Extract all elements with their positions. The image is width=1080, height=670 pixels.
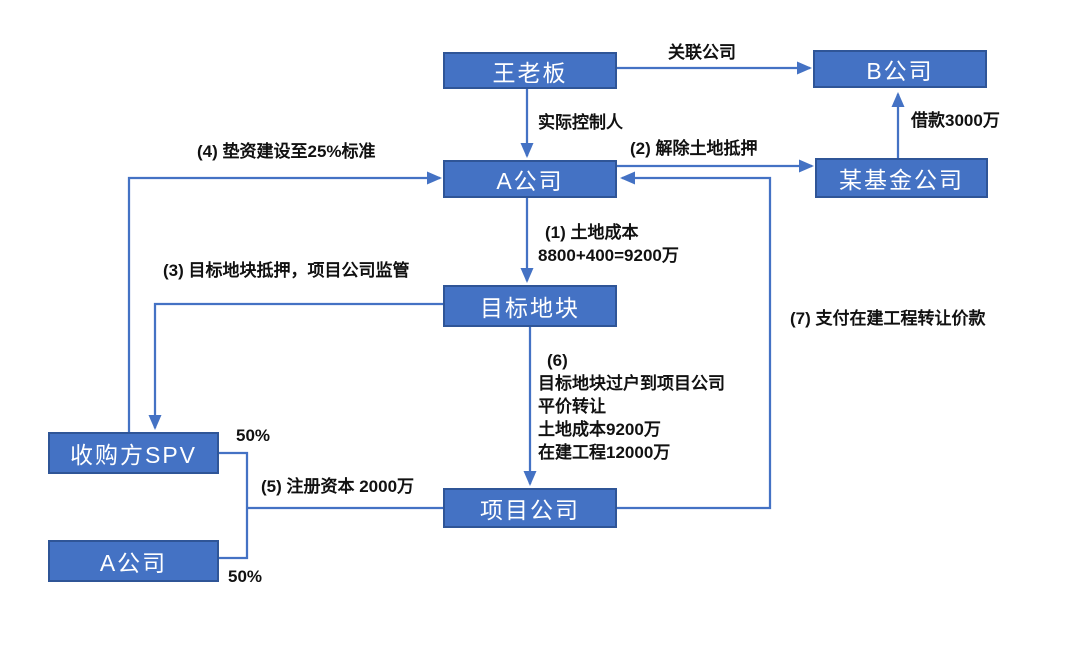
node-wang-boss: 王老板: [443, 52, 617, 89]
label-step7: (7) 支付在建工程转让价款: [790, 309, 986, 328]
node-target-land: 目标地块: [443, 285, 617, 327]
label-step6-line2: 目标地块过户到项目公司: [538, 374, 725, 393]
label-step6-line5: 在建工程12000万: [538, 443, 671, 462]
label-step1-line2: 8800+400=9200万: [538, 246, 679, 265]
node-fund-company: 某基金公司: [815, 158, 988, 198]
label-spv-share: 50%: [236, 426, 271, 445]
node-acquirer-spv: 收购方SPV: [48, 432, 219, 474]
label-step1: (1) 土地成本 8800+400=9200万: [538, 221, 679, 267]
label-step6-line3: 平价转让: [538, 397, 606, 416]
label-actual-controller: 实际控制人: [538, 113, 623, 132]
label-loan: 借款3000万: [911, 111, 1000, 130]
label-step5: (5) 注册资本 2000万: [261, 477, 415, 496]
label-affiliated-company: 关联公司: [668, 43, 736, 62]
label-step1-line1: (1) 土地成本: [545, 223, 639, 242]
node-company-a-shareholder: A公司: [48, 540, 219, 582]
arrow-step4-construction: [127, 171, 442, 432]
label-step6-line4: 土地成本9200万: [538, 420, 661, 439]
node-project-company: 项目公司: [443, 488, 617, 528]
arrow-step3-land-mortgage: [148, 302, 443, 430]
label-step4: (4) 垫资建设至25%标准: [197, 142, 376, 161]
arrow-step7-payment: [617, 171, 772, 510]
label-step3: (3) 目标地块抵押，项目公司监管: [163, 261, 410, 280]
label-step2: (2) 解除土地抵押: [630, 139, 758, 158]
connector-step5-bracket: [219, 451, 249, 560]
label-company-a-share: 50%: [228, 567, 263, 586]
node-company-b: B公司: [813, 50, 987, 88]
label-step6: (6) 目标地块过户到项目公司 平价转让 土地成本9200万 在建工程12000…: [538, 349, 725, 464]
label-step6-line1: (6): [547, 351, 568, 370]
node-company-a: A公司: [443, 160, 617, 198]
